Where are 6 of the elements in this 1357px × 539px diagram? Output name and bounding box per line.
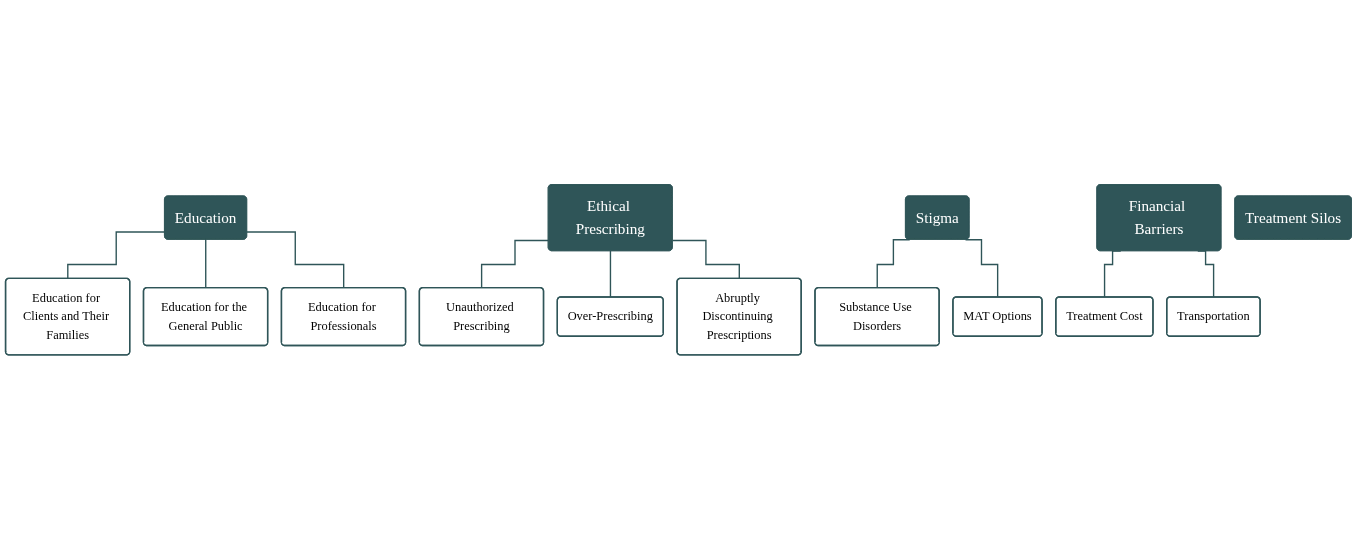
- connector: [246, 231, 345, 289]
- connector: [609, 250, 612, 298]
- connector: [67, 231, 166, 280]
- connector: [672, 239, 741, 280]
- connector: [480, 239, 550, 289]
- connector: [205, 238, 207, 289]
